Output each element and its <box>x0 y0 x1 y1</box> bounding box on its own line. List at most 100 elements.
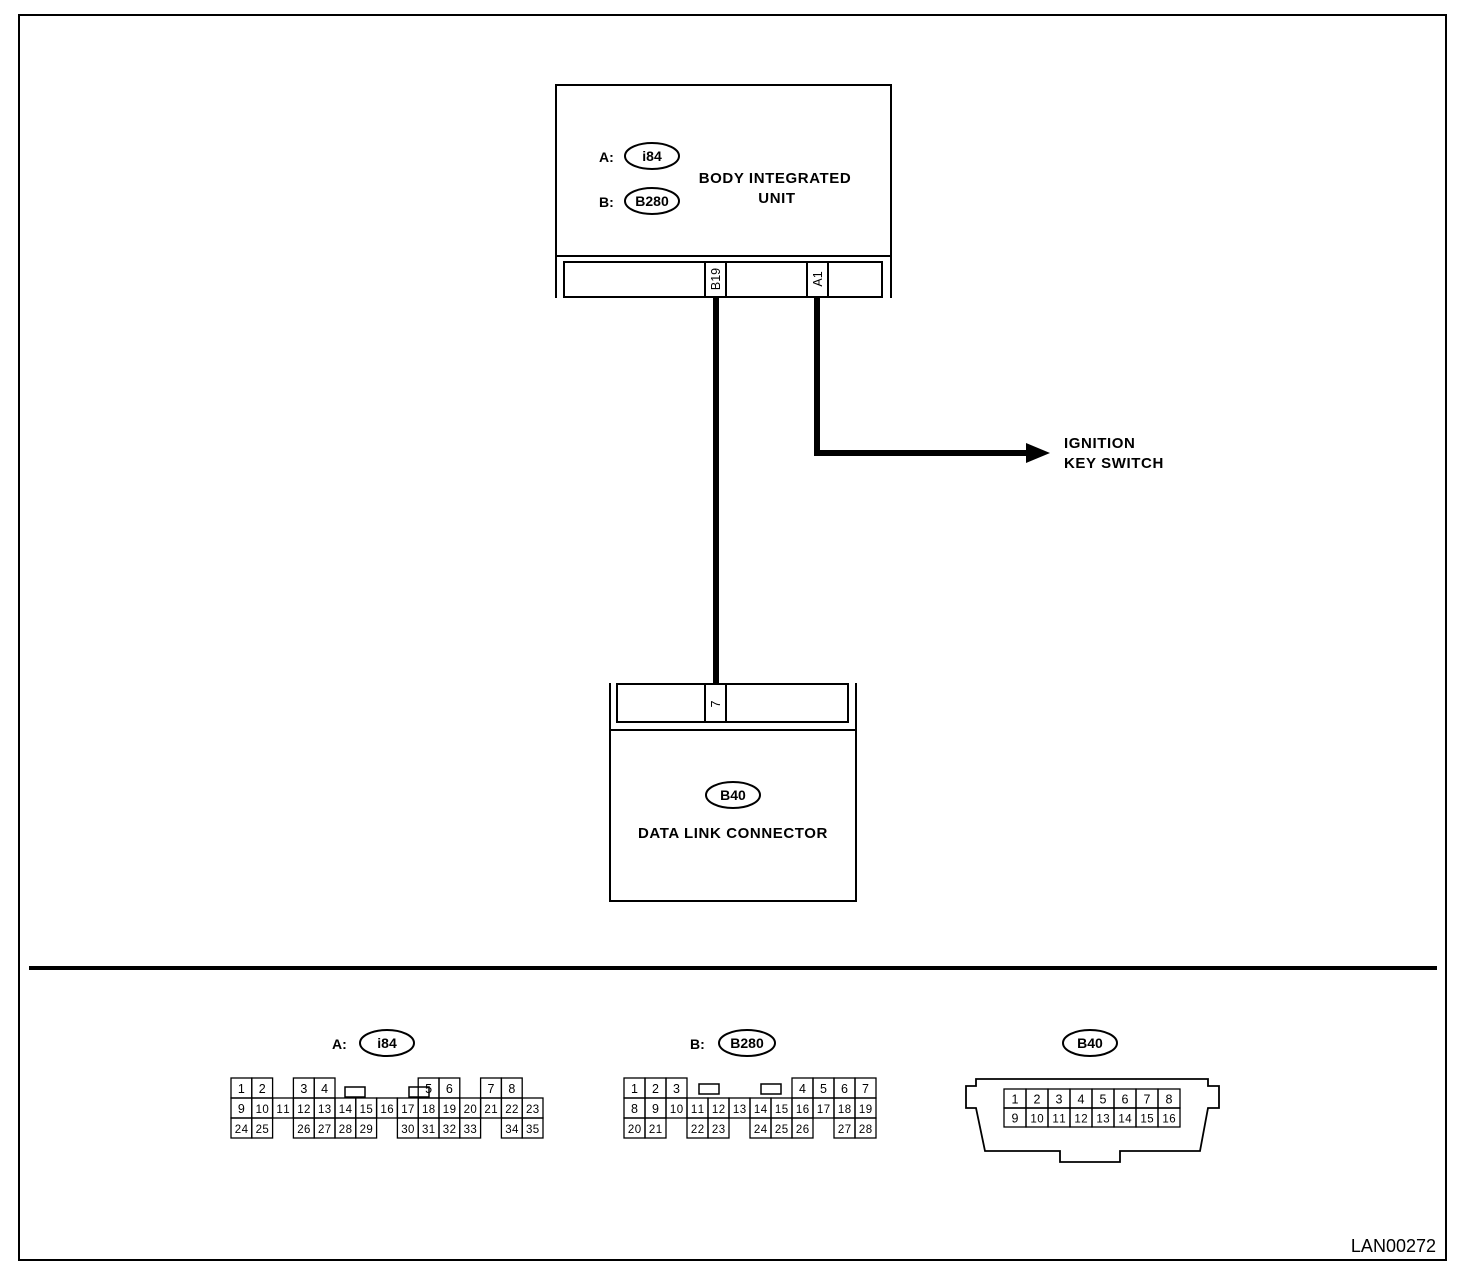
view-b-pin-label: 14 <box>754 1104 768 1116</box>
view-b-pin-cell <box>644 1117 667 1139</box>
view-c-pin-label: 2 <box>1034 1093 1041 1107</box>
connector-b40-id: B40 <box>720 787 746 803</box>
view-a-pin-label: 12 <box>297 1104 310 1116</box>
view-c-pin-label: 8 <box>1166 1093 1173 1107</box>
view-b-oval <box>718 1029 776 1057</box>
terminal-b19-label: B19 <box>709 268 723 290</box>
view-a-pin-label: 25 <box>256 1124 269 1136</box>
view-b-pin-label: 6 <box>841 1082 848 1096</box>
view-a-pin-label: 5 <box>425 1082 432 1096</box>
view-a-pin-label: 16 <box>380 1104 393 1116</box>
view-a-pin-label: 35 <box>526 1124 539 1136</box>
connector-i84-id: i84 <box>642 148 662 164</box>
dlc-box <box>609 729 857 902</box>
view-c-pin-label: 1 <box>1012 1093 1019 1107</box>
view-b-pin-label: 27 <box>838 1124 851 1136</box>
view-c-pin-label: 9 <box>1012 1112 1019 1126</box>
view-a-pin-label: 22 <box>505 1104 518 1116</box>
arrow-head-icon <box>1026 443 1050 463</box>
view-b-pin-label: 24 <box>754 1124 768 1136</box>
connector-b280-oval <box>624 187 680 215</box>
view-b-pin-label: 13 <box>733 1104 746 1116</box>
view-a-pin-label: 29 <box>360 1124 373 1136</box>
view-a-pin-label: 6 <box>446 1082 453 1096</box>
view-c-pin-label: 16 <box>1162 1114 1175 1126</box>
view-c-pin-label: 11 <box>1052 1114 1065 1126</box>
view-c-pin-label: 6 <box>1122 1093 1129 1107</box>
view-b-pin-label: 7 <box>862 1082 869 1096</box>
view-a-pin-label: 15 <box>360 1104 373 1116</box>
view-a-pin-label: 1 <box>238 1082 245 1096</box>
connector-i84-oval <box>624 142 680 170</box>
view-a-pin-label: 33 <box>464 1124 477 1136</box>
view-c-housing <box>965 1078 1220 1163</box>
view-b-pin-label: 21 <box>649 1124 662 1136</box>
body-unit-connector-a-prefix: A: <box>599 149 614 165</box>
view-b-pin-label: 11 <box>691 1104 704 1116</box>
data-link-connector: 7 B40 DATA LINK CONNECTOR <box>609 683 857 902</box>
view-b-id: B280 <box>730 1035 764 1051</box>
view-a-pin-label: 19 <box>443 1104 456 1116</box>
view-c-pin-label: 15 <box>1140 1114 1153 1126</box>
view-a-pin-label: 32 <box>443 1124 456 1136</box>
view-a-pin-cell <box>521 1117 544 1139</box>
view-a-pin-cell <box>251 1117 274 1139</box>
view-c-oval <box>1062 1029 1118 1057</box>
view-b-pin-label: 2 <box>652 1082 659 1096</box>
diagram-code: LAN00272 <box>1351 1236 1436 1256</box>
view-b-pin-label: 1 <box>631 1082 638 1096</box>
view-c-pin-label: 7 <box>1144 1093 1151 1107</box>
view-b-pin-label: 26 <box>796 1124 809 1136</box>
view-a-pin-label: 4 <box>321 1082 328 1096</box>
view-a-pin-cell <box>355 1117 378 1139</box>
view-a-pin-label: 31 <box>422 1124 435 1136</box>
dlc-label: DATA LINK CONNECTOR <box>638 825 828 842</box>
ignition-label-line2: KEY SWITCH <box>1064 455 1164 472</box>
view-b-pin-label: 4 <box>799 1082 806 1096</box>
view-c-pin-label: 4 <box>1078 1093 1085 1107</box>
body-unit-connector-b-prefix: B: <box>599 194 614 210</box>
view-b-pin-label: 10 <box>670 1104 683 1116</box>
view-a-prefix: A: <box>332 1036 347 1052</box>
view-a-oval <box>359 1029 415 1057</box>
view-a-pin-label: 7 <box>488 1082 495 1096</box>
view-a-pin-label: 10 <box>256 1104 269 1116</box>
view-a-pin-label: 13 <box>318 1104 331 1116</box>
view-b-pin-label: 9 <box>652 1102 659 1116</box>
view-b-pin-label: 18 <box>838 1104 851 1116</box>
view-c-pin-label: 12 <box>1074 1114 1087 1126</box>
view-c-pin-label: 14 <box>1118 1114 1132 1126</box>
view-a-pin-label: 34 <box>505 1124 519 1136</box>
body-unit-terminal-strip <box>563 261 883 298</box>
view-a-pin-label: 21 <box>484 1104 497 1116</box>
page-frame <box>18 14 1447 1261</box>
view-c-pin-label: 5 <box>1100 1093 1107 1107</box>
view-c-pin-label: 3 <box>1056 1093 1063 1107</box>
view-a-pin-label: 14 <box>339 1104 353 1116</box>
view-b-pin-label: 22 <box>691 1124 704 1136</box>
view-b-pin-label: 3 <box>673 1082 680 1096</box>
connector-b40-oval <box>705 781 761 809</box>
view-a-pin-label: 17 <box>401 1104 414 1116</box>
view-a-pin-label: 24 <box>235 1124 249 1136</box>
terminal-a1-label: A1 <box>811 271 825 286</box>
body-integrated-unit-box <box>555 84 892 257</box>
view-a-pin-label: 11 <box>276 1104 289 1116</box>
view-a-pin-label: 26 <box>297 1124 310 1136</box>
view-a-pin-label: 30 <box>401 1124 414 1136</box>
view-b-pin-label: 8 <box>631 1102 638 1116</box>
view-b-pin-label: 16 <box>796 1104 809 1116</box>
connector-b280-id: B280 <box>635 193 669 209</box>
view-b-pin-label: 15 <box>775 1104 788 1116</box>
view-a-pin-label: 23 <box>526 1104 539 1116</box>
view-b-pin-label: 20 <box>628 1124 641 1136</box>
view-a-pin-label: 20 <box>464 1104 477 1116</box>
dlc-terminal-strip <box>616 683 849 723</box>
view-c-pin-label: 13 <box>1096 1114 1109 1126</box>
view-c-pin-label: 10 <box>1030 1114 1043 1126</box>
